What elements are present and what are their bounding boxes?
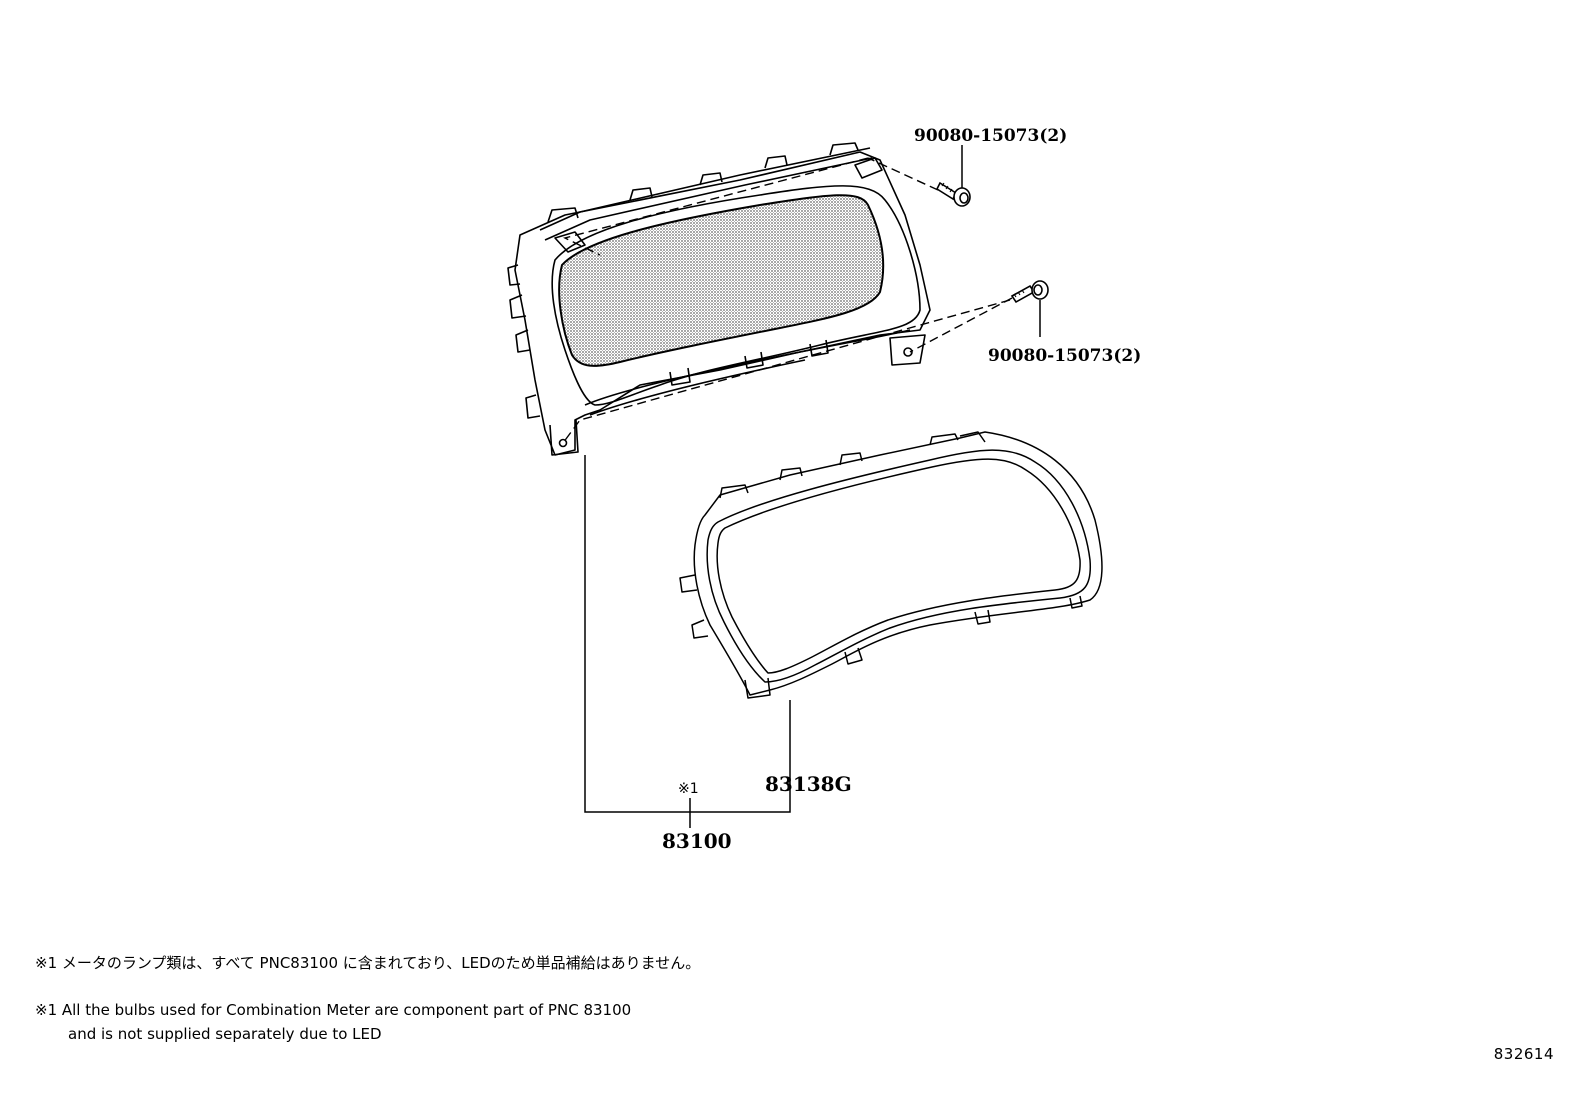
meter-display-area <box>558 194 885 367</box>
note-english-line2: and is not supplied separately due to LE… <box>68 1025 382 1043</box>
label-meter-glass: 83138G <box>765 772 852 796</box>
screw-top-icon <box>935 181 971 207</box>
label-screw-top: 90080-15073(2) <box>914 126 1067 146</box>
note-english-line1: ※1 All the bulbs used for Combination Me… <box>35 1001 632 1019</box>
installation-guides <box>562 157 1013 444</box>
note-japanese: ※1 メータのランプ類は、すべて PNC83100 に含まれており、LEDのため… <box>35 954 701 972</box>
leader-lines <box>584 145 1041 828</box>
label-screw-side: 90080-15073(2) <box>988 346 1141 366</box>
ref-mark-1: ※1 <box>678 781 699 797</box>
meter-glass <box>679 431 1103 699</box>
screw-side-icon <box>1010 280 1049 304</box>
label-meter-assembly: 83100 <box>662 829 732 853</box>
meter-housing <box>507 142 931 456</box>
illustration-id: 832614 <box>1493 1045 1554 1063</box>
